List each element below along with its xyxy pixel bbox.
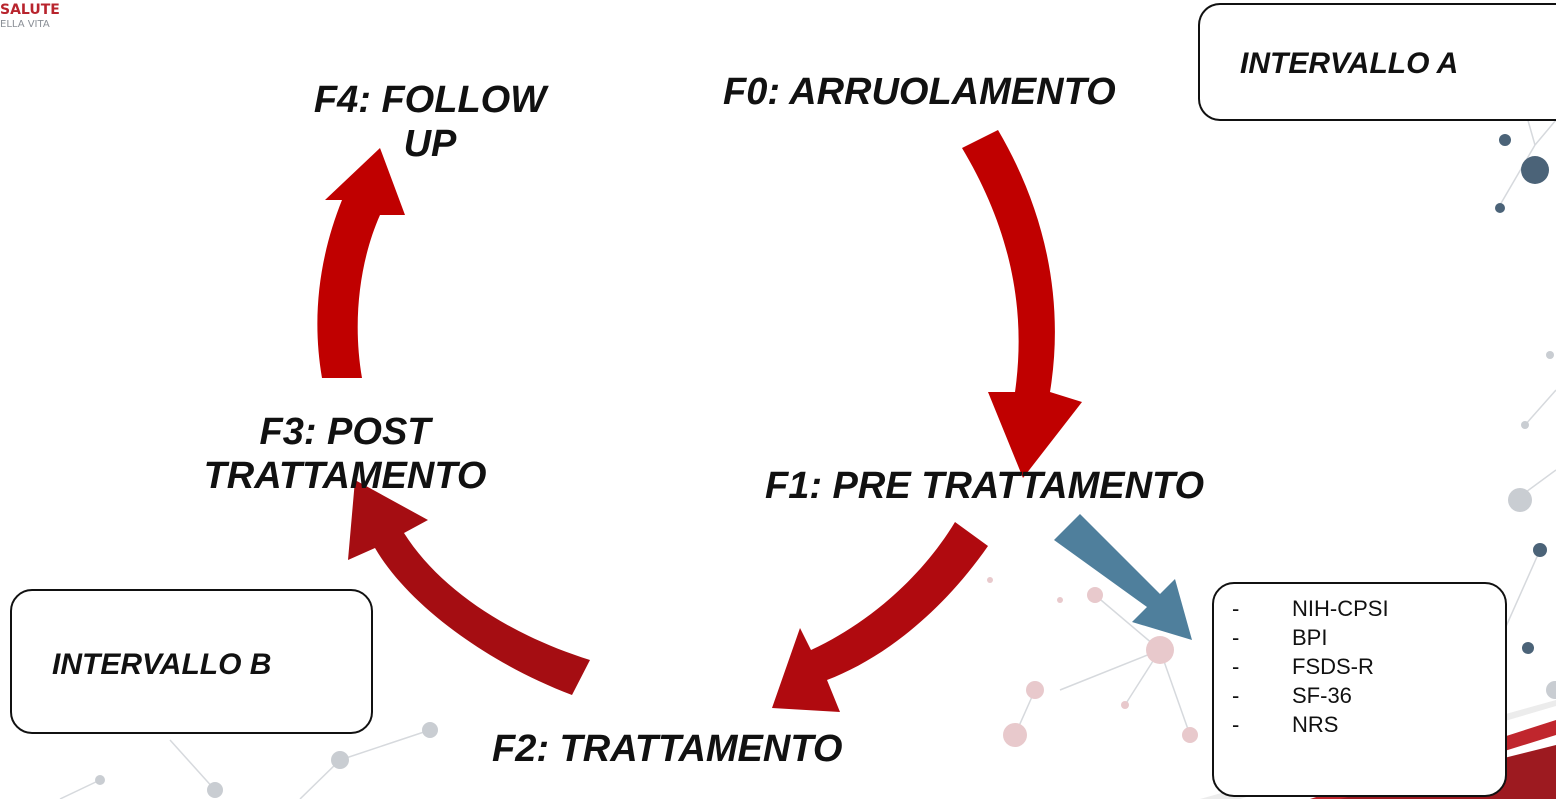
questionnaire-list: -NIH-CPSI -BPI -FSDS-R -SF-36 -NRS [1214,596,1505,741]
phase-f0-label: F0: ARRUOLAMENTO [723,71,1116,113]
phase-f3-label: F3: POST TRATTAMENTO [185,410,505,498]
questionnaire-bpi: BPI [1292,625,1328,650]
phase-f4-line-2: UP [403,123,457,165]
logo-line-1: SALUTE [0,2,60,18]
phase-f4-label: F4: FOLLOW UP [300,78,560,166]
interval-b-label: INTERVALLO B [52,648,272,681]
questionnaire-nih-cpsi: NIH-CPSI [1292,596,1389,621]
arrow-f1-to-questionnaires [1054,514,1192,640]
list-item: -BPI [1232,625,1328,650]
list-item: -NRS [1232,712,1339,737]
phase-f1-label: F1: PRE TRATTAMENTO [765,465,1205,507]
arrow-f3-to-f4 [317,148,405,378]
questionnaire-nrs: NRS [1292,712,1339,737]
list-item: -NIH-CPSI [1232,596,1389,621]
list-item: -FSDS-R [1232,654,1374,679]
phase-f2-label: F2: TRATTAMENTO [492,728,843,770]
brand-logo: SALUTE ELLA VITA [0,0,70,40]
interval-a-box: INTERVALLO A [1198,3,1556,121]
arrow-f0-to-f1 [962,130,1082,478]
questionnaire-fsds-r: FSDS-R [1292,654,1374,679]
phase-f4-line-1: F4: FOLLOW [313,79,547,121]
logo-line-2: ELLA VITA [0,19,50,30]
phase-f3-line-1: F3: POST [259,411,431,453]
questionnaire-sf-36: SF-36 [1292,683,1352,708]
interval-b-box: INTERVALLO B [10,589,373,734]
arrow-f1-to-f2 [772,522,988,712]
phase-f3-line-2: TRATTAMENTO [203,455,487,497]
list-item: -SF-36 [1232,683,1352,708]
arrow-f2-to-f3 [348,480,590,695]
questionnaire-box: -NIH-CPSI -BPI -FSDS-R -SF-36 -NRS [1212,582,1507,797]
interval-a-label: INTERVALLO A [1240,47,1459,80]
